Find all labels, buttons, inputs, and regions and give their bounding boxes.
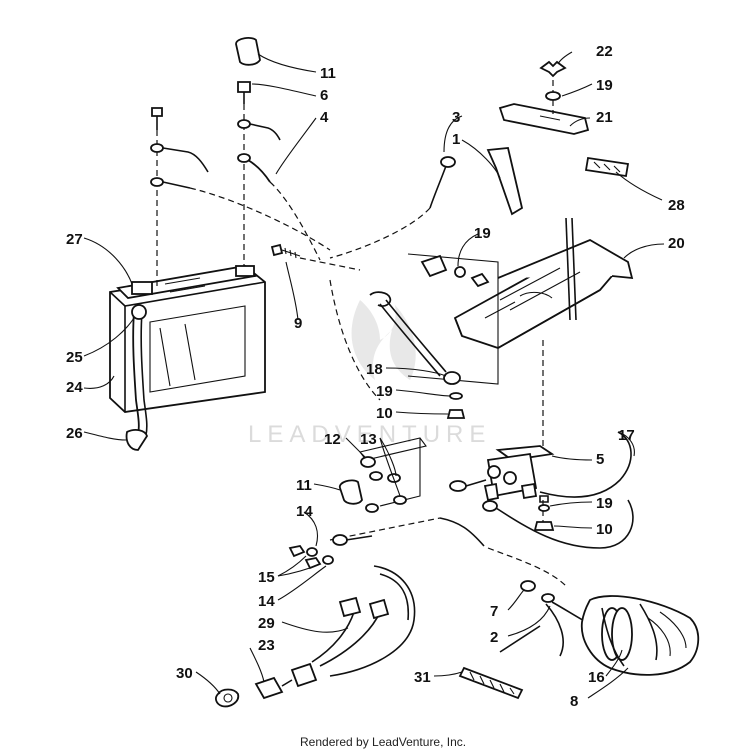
bolt-9 xyxy=(270,243,361,271)
callout-25: 25 xyxy=(66,349,83,366)
callout-19: 19 xyxy=(376,383,393,400)
pad-28 xyxy=(584,156,630,178)
callout-3: 3 xyxy=(452,109,460,126)
leader-lines xyxy=(83,51,665,699)
callout-28: 28 xyxy=(668,197,685,214)
callout-2: 2 xyxy=(490,629,498,646)
hardware-right xyxy=(533,495,555,531)
main-cable xyxy=(329,517,567,587)
footer-credit: Rendered by LeadVenture, Inc. xyxy=(300,735,466,749)
callout-20: 20 xyxy=(668,235,685,252)
flame-logo-icon xyxy=(351,300,416,380)
callout-8: 8 xyxy=(570,693,578,710)
bracket-21 xyxy=(498,60,590,135)
watermark: LEADVENTURE xyxy=(248,300,491,448)
callout-7: 7 xyxy=(490,603,498,620)
strap-1 xyxy=(486,147,524,216)
terminal-cap-11 xyxy=(235,37,261,66)
callout-14: 14 xyxy=(296,503,313,520)
callout-29: 29 xyxy=(258,615,275,632)
terminal-group xyxy=(359,437,487,513)
callout-6: 6 xyxy=(320,87,328,104)
battery-27 xyxy=(109,265,266,413)
guide-lines xyxy=(329,279,544,450)
rod-18 xyxy=(369,291,466,419)
callout-22: 22 xyxy=(596,43,613,60)
callout-21: 21 xyxy=(596,109,613,126)
callout-5: 5 xyxy=(596,451,604,468)
callout-13: 13 xyxy=(360,431,377,448)
battery-cable-24 xyxy=(125,304,148,451)
callout-19: 19 xyxy=(596,77,613,94)
solenoid-5 xyxy=(483,445,555,502)
nuts-14-15 xyxy=(288,544,334,570)
callout-11: 11 xyxy=(296,477,312,494)
callout-15: 15 xyxy=(258,569,275,586)
callout-9: 9 xyxy=(294,315,302,332)
callout-10: 10 xyxy=(596,521,613,538)
callout-16: 16 xyxy=(588,669,605,686)
starter-assembly xyxy=(520,580,700,676)
watermark-text: LEADVENTURE xyxy=(248,421,491,448)
battery-tray-20 xyxy=(453,217,634,349)
callout-19: 19 xyxy=(596,495,613,512)
callout-12: 12 xyxy=(324,431,341,448)
callout-17: 17 xyxy=(618,427,635,444)
callout-27: 27 xyxy=(66,231,83,248)
callout-1: 1 xyxy=(452,131,460,148)
callout-14: 14 xyxy=(258,593,275,610)
callout-19: 19 xyxy=(474,225,491,242)
callouts: 22 19 21 11 6 4 3 1 28 27 19 20 9 25 24 … xyxy=(66,43,685,710)
callout-24: 24 xyxy=(66,379,83,396)
battery-bolts xyxy=(151,81,251,290)
terminal-cap-11-lower xyxy=(339,479,363,505)
callout-4: 4 xyxy=(320,109,329,126)
callout-11: 11 xyxy=(320,65,336,82)
callout-30: 30 xyxy=(176,665,193,682)
callout-18: 18 xyxy=(366,361,383,378)
cable-3 xyxy=(329,156,456,259)
wire-17 xyxy=(482,431,634,549)
switch-23 xyxy=(215,676,293,708)
ring-terminals xyxy=(150,119,331,261)
bar-31 xyxy=(458,625,541,700)
callout-31: 31 xyxy=(414,669,431,686)
callout-23: 23 xyxy=(258,637,275,654)
callout-10: 10 xyxy=(376,405,393,422)
callout-26: 26 xyxy=(66,425,83,442)
wiring-harness-29 xyxy=(290,565,416,688)
